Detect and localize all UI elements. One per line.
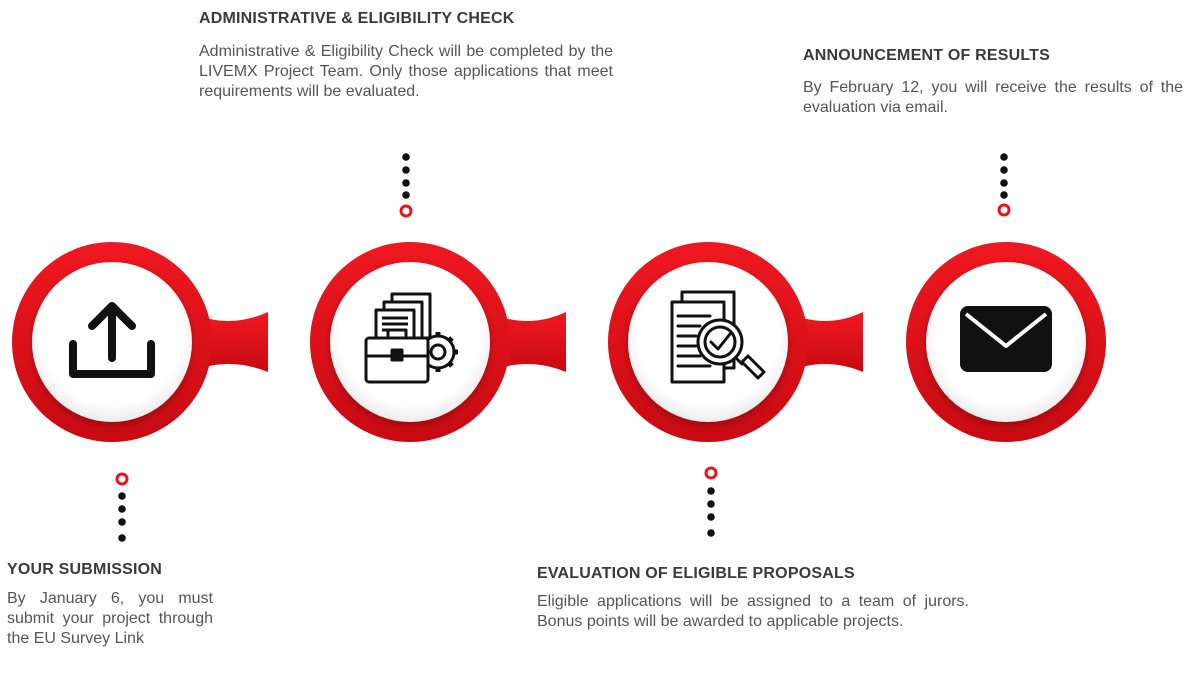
step-title-eligibility: ADMINISTRATIVE & ELIGIBILITY CHECK [199, 10, 515, 27]
briefcase-documents-gear-icon [364, 292, 458, 384]
step-description-eligibility: Administrative & Eligibility Check will … [199, 43, 613, 100]
pointer-3-dots [704, 466, 718, 537]
step-title-evaluation: EVALUATION OF ELIGIBLE PROPOSALS [537, 565, 855, 582]
upload-icon [69, 302, 155, 378]
pointer-1-dots [115, 472, 129, 542]
pointer-2-dots [399, 153, 413, 218]
step-title-submission: YOUR SUBMISSION [7, 561, 163, 578]
step-description-results: By February 12, you will receive the res… [803, 79, 1183, 116]
envelope-icon [960, 306, 1052, 372]
step-description-submission: By January 6, you must submit your proje… [7, 590, 213, 647]
pointer-4-dots [997, 153, 1011, 217]
document-magnifier-check-icon [670, 290, 766, 384]
step-title-results: ANNOUNCEMENT OF RESULTS [803, 47, 1050, 64]
step-description-evaluation: Eligible applications will be assigned t… [537, 593, 969, 630]
